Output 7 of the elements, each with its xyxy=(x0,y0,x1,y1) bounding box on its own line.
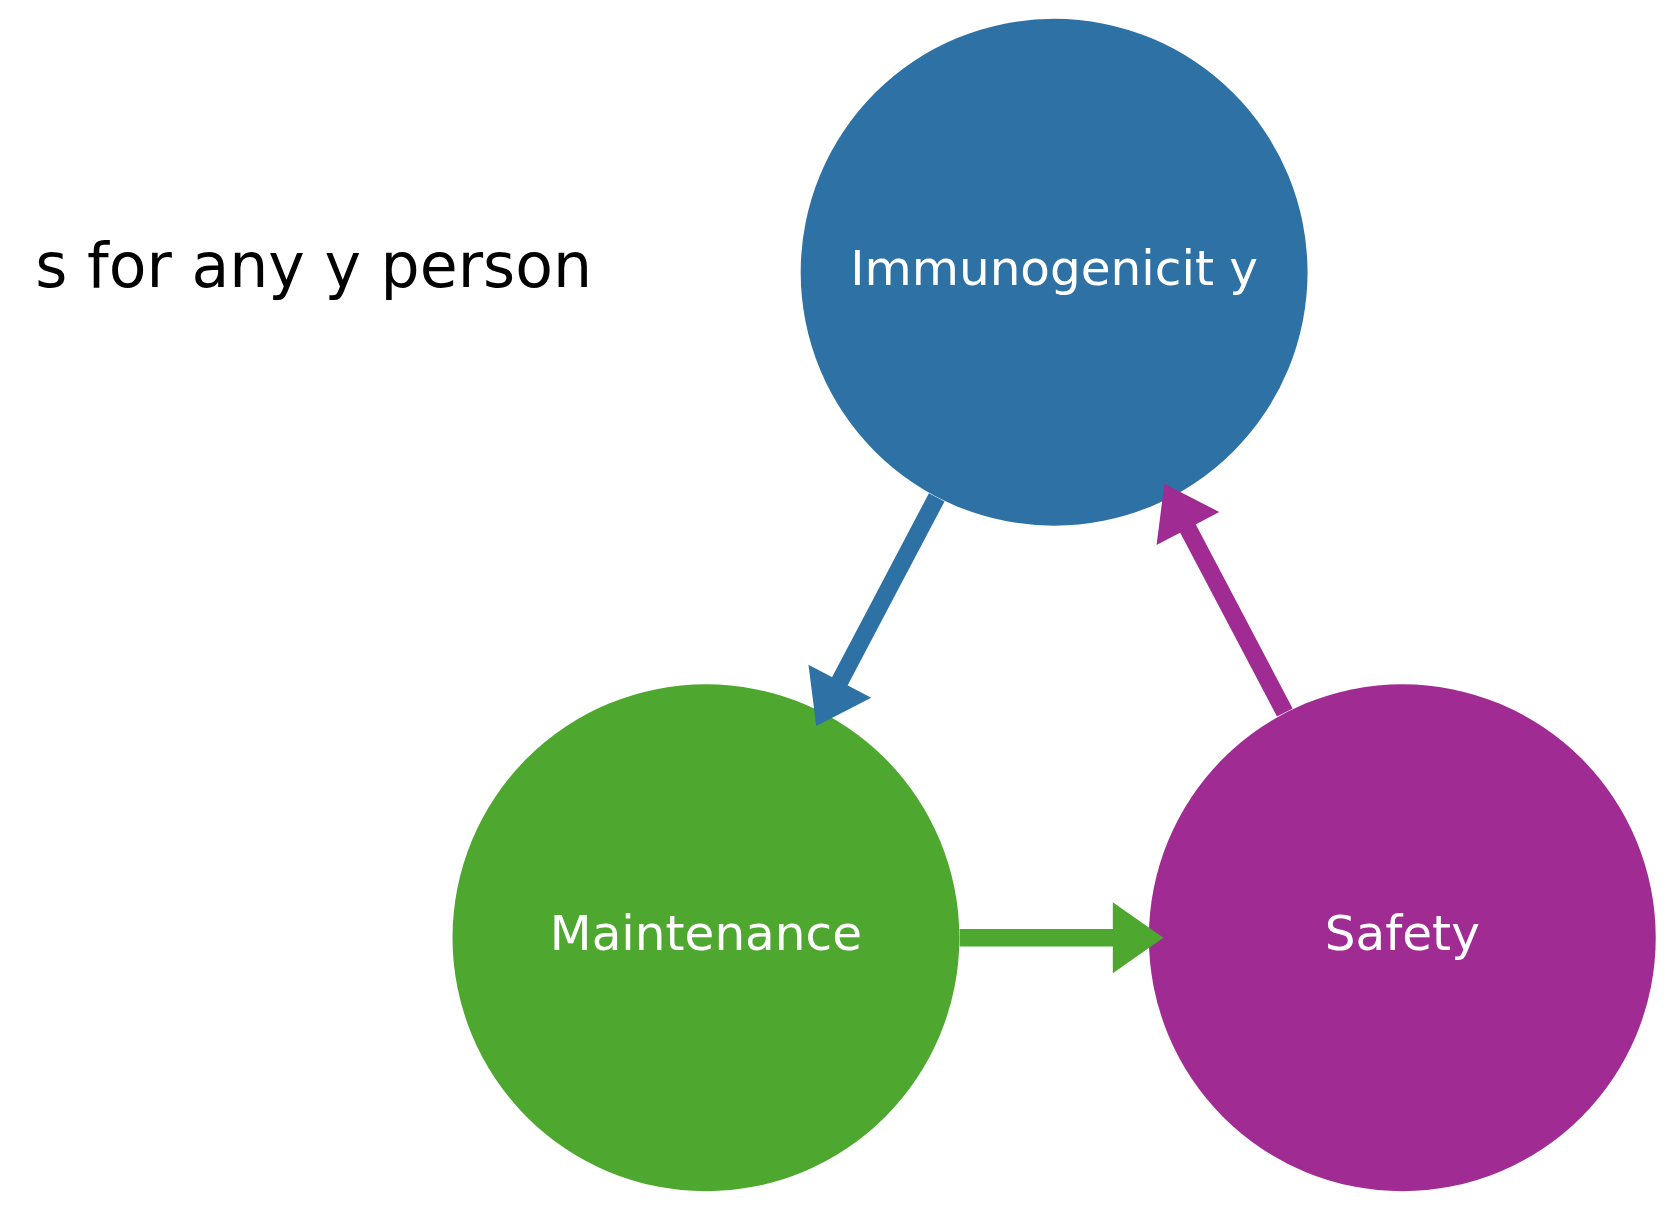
node-circle: Maintenance xyxy=(452,683,960,1191)
label: s for any y person xyxy=(35,229,593,302)
node-circle: Safety xyxy=(1148,683,1656,1191)
arrow xyxy=(959,901,1164,973)
arrow xyxy=(808,492,945,726)
node-circle: Immunogenicit y xyxy=(800,18,1308,526)
arrow xyxy=(1156,483,1293,717)
